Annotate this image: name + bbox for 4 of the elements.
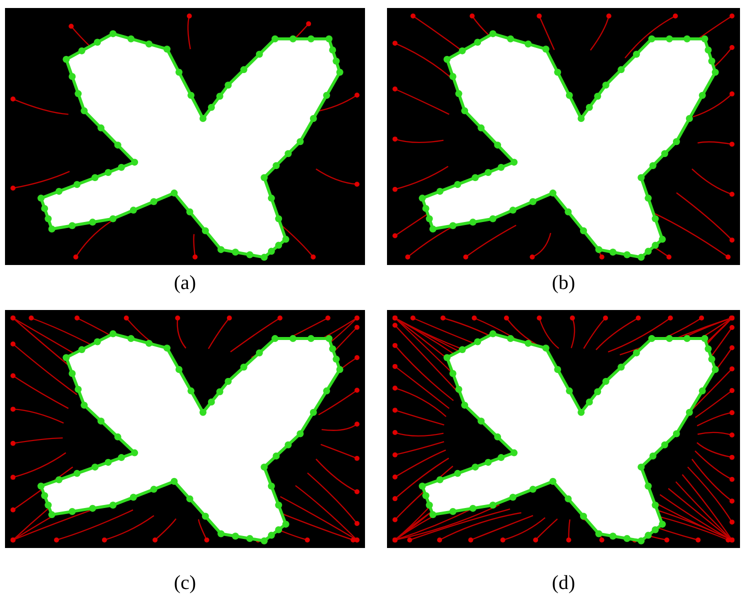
- panel-label: (b): [552, 272, 576, 295]
- panel-label: (c): [174, 572, 196, 595]
- panel-label: (a): [174, 272, 196, 295]
- panel-label: (d): [552, 572, 576, 595]
